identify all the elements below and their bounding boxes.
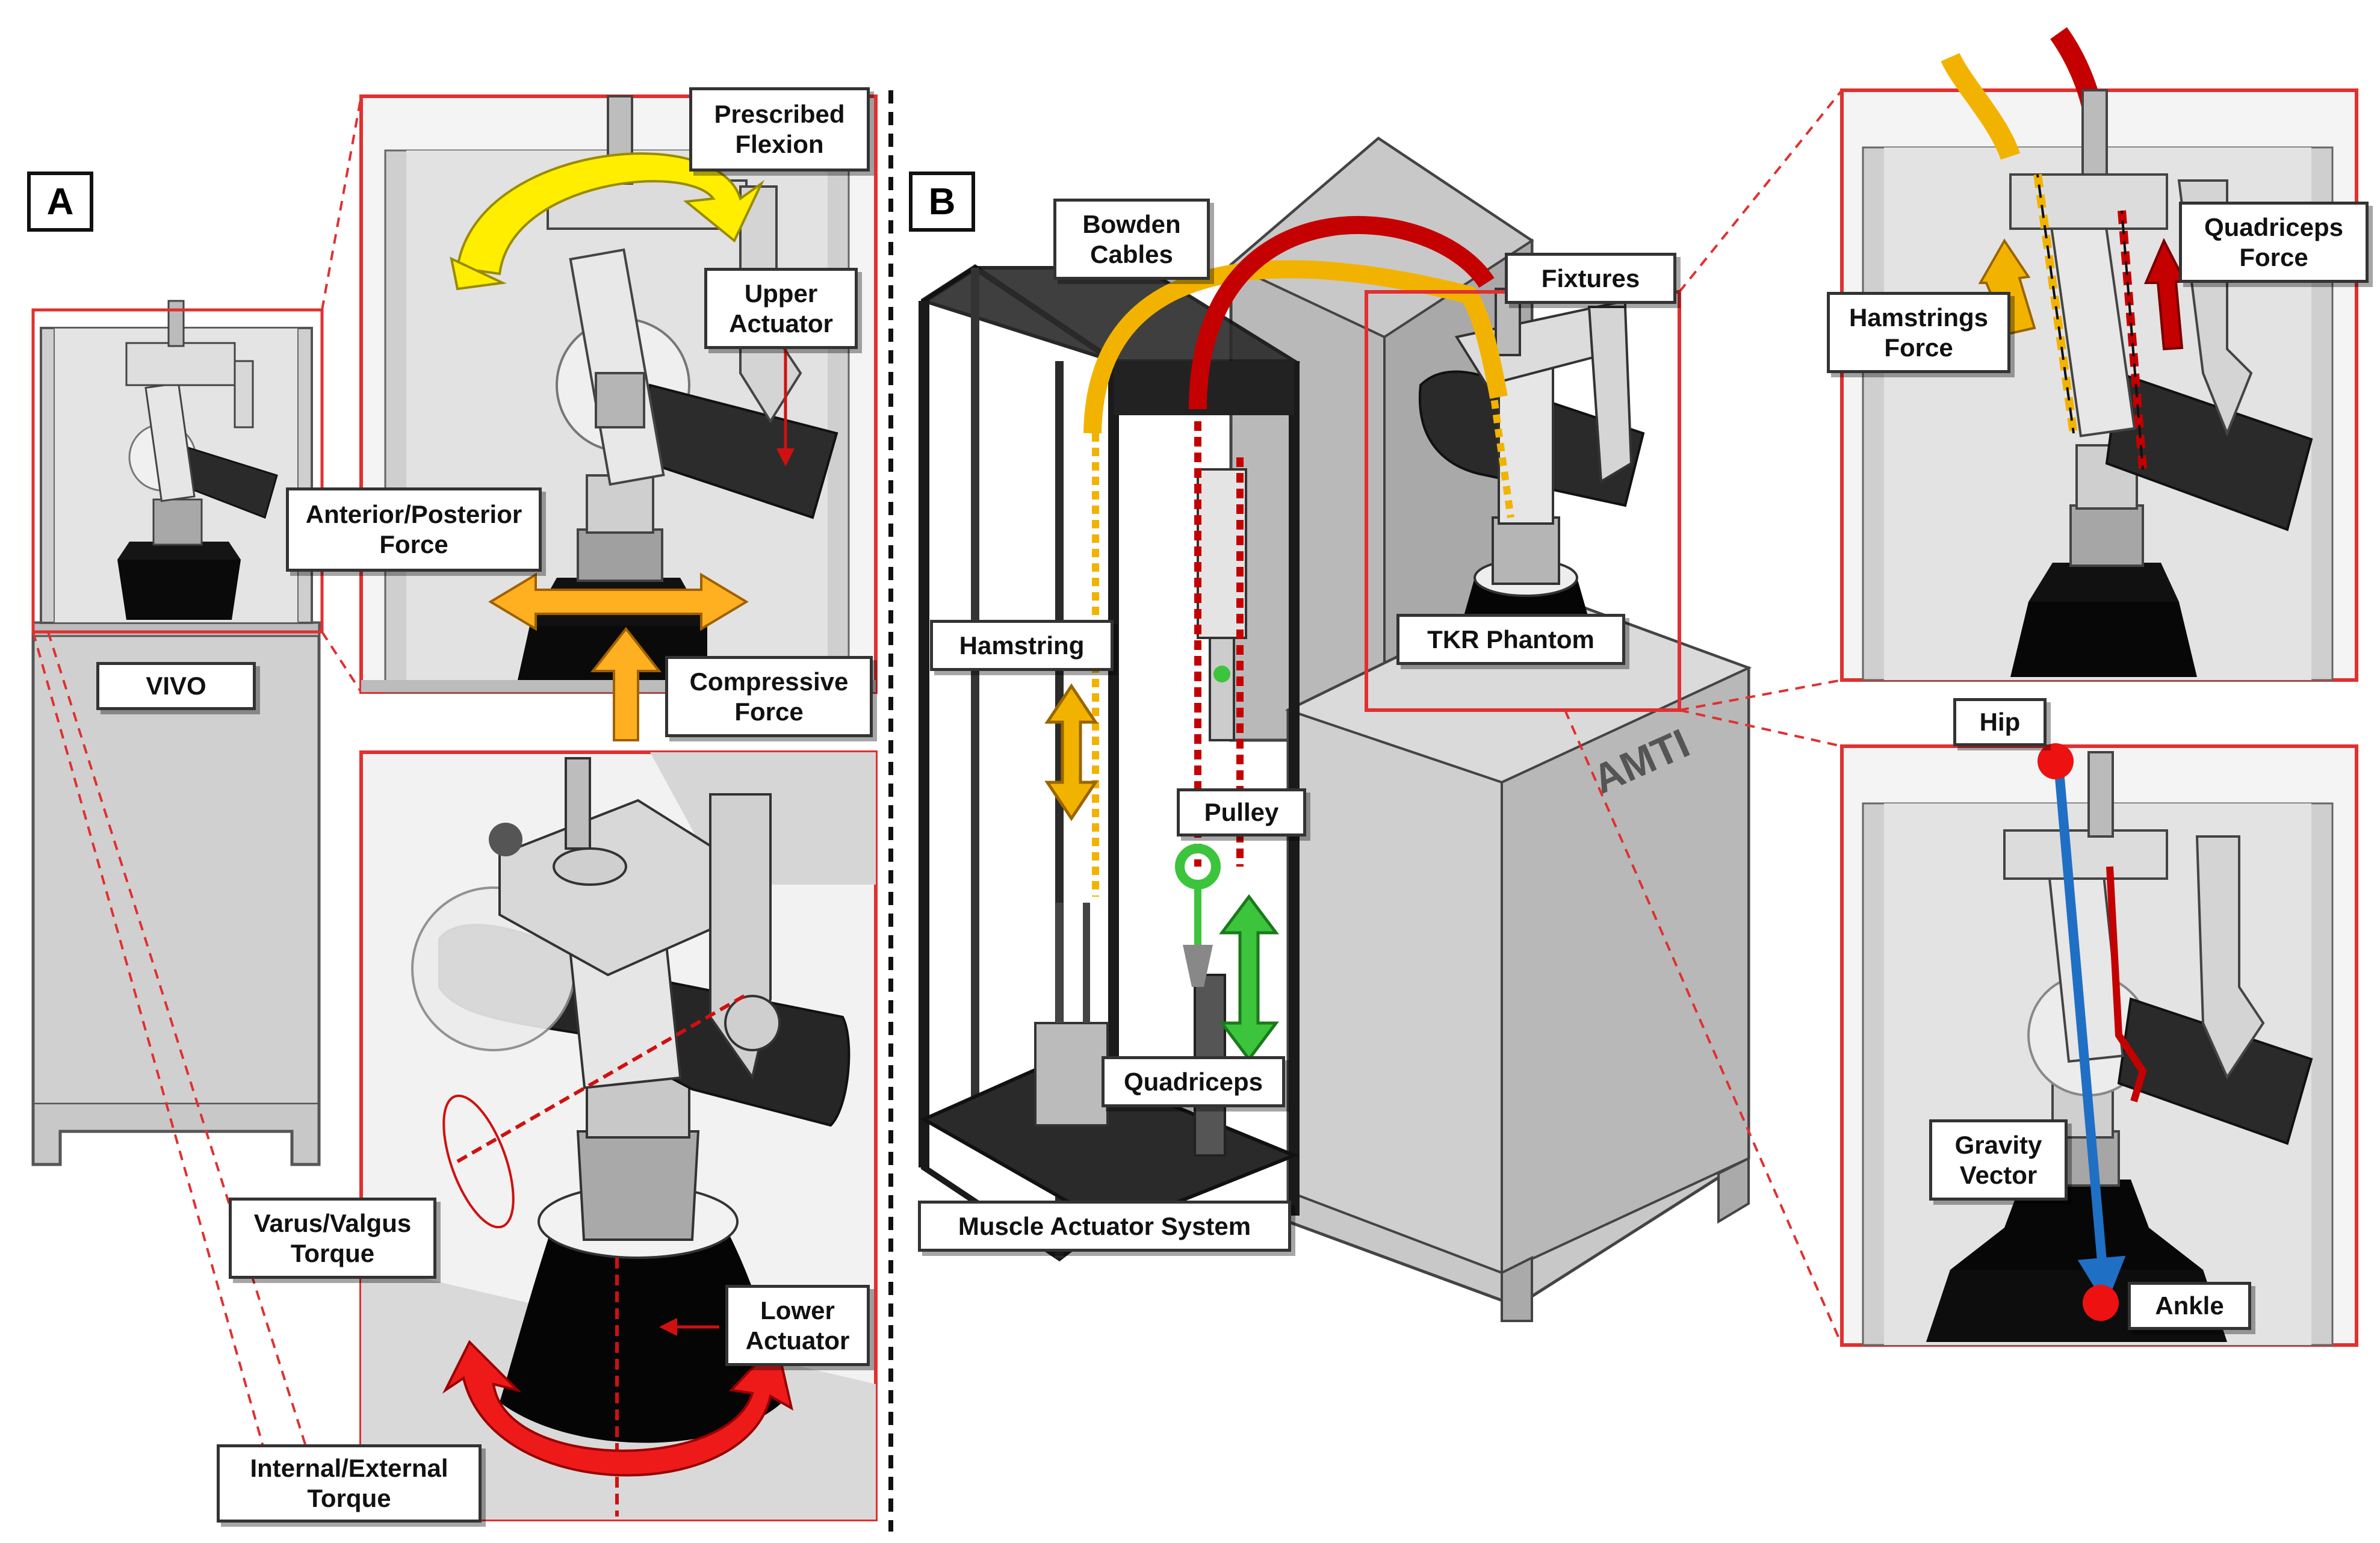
hamstring-bowden-cable xyxy=(1083,260,1508,434)
vivo-zoom-frame xyxy=(31,308,324,634)
quadriceps-label: Quadriceps xyxy=(1102,1056,1285,1107)
vivo-label: VIVO xyxy=(96,662,256,710)
tkr-phantom-label: TKR Phantom xyxy=(1396,614,1625,665)
amti-machine: AMTI xyxy=(1229,136,1752,1322)
hip-point xyxy=(2038,743,2074,779)
panel-a-letter: A xyxy=(27,172,93,232)
panel-b: AMTI xyxy=(919,27,2358,1347)
gravity-detail xyxy=(1840,743,2358,1347)
varus-valgus-axis xyxy=(456,991,751,1163)
ankle-point xyxy=(2083,1285,2119,1321)
pulley-assembly xyxy=(1175,666,1230,987)
mini-base xyxy=(117,560,241,620)
panel-b-letter: B xyxy=(909,172,975,232)
hamstring-label: Hamstring xyxy=(930,620,1114,671)
lower-detail xyxy=(359,750,878,1521)
upper-detail xyxy=(359,94,878,741)
quadriceps-bowden-cable xyxy=(1189,216,1495,410)
hip-label: Hip xyxy=(1953,698,2047,746)
gravity-vector-arrow xyxy=(2054,764,2126,1306)
varus-valgus-ring xyxy=(442,1094,515,1229)
pulley-label: Pulley xyxy=(1177,788,1306,836)
muscle-actuator-system-label: Muscle Actuator System xyxy=(918,1201,1291,1252)
quadriceps-force-arrow xyxy=(2143,238,2187,351)
hamstring-double-arrow xyxy=(1044,683,1099,821)
internal-external-torque-arrow xyxy=(442,1339,793,1477)
panel-a-zoom-lines xyxy=(32,96,362,1517)
hamstrings-force-arrow xyxy=(1978,238,2036,336)
quadriceps-double-arrow xyxy=(1219,894,1279,1062)
panel-a xyxy=(31,90,893,1532)
ap-force-arrow xyxy=(488,572,749,631)
ankle-label: Ankle xyxy=(2128,1282,2251,1330)
flexion-arc-arrow xyxy=(456,152,765,276)
compressive-force-arrow xyxy=(590,626,662,741)
panel-b-zoom-lines xyxy=(1564,89,1843,1346)
fixtures-label: Fixtures xyxy=(1505,253,1676,304)
pedestal xyxy=(500,1222,782,1443)
